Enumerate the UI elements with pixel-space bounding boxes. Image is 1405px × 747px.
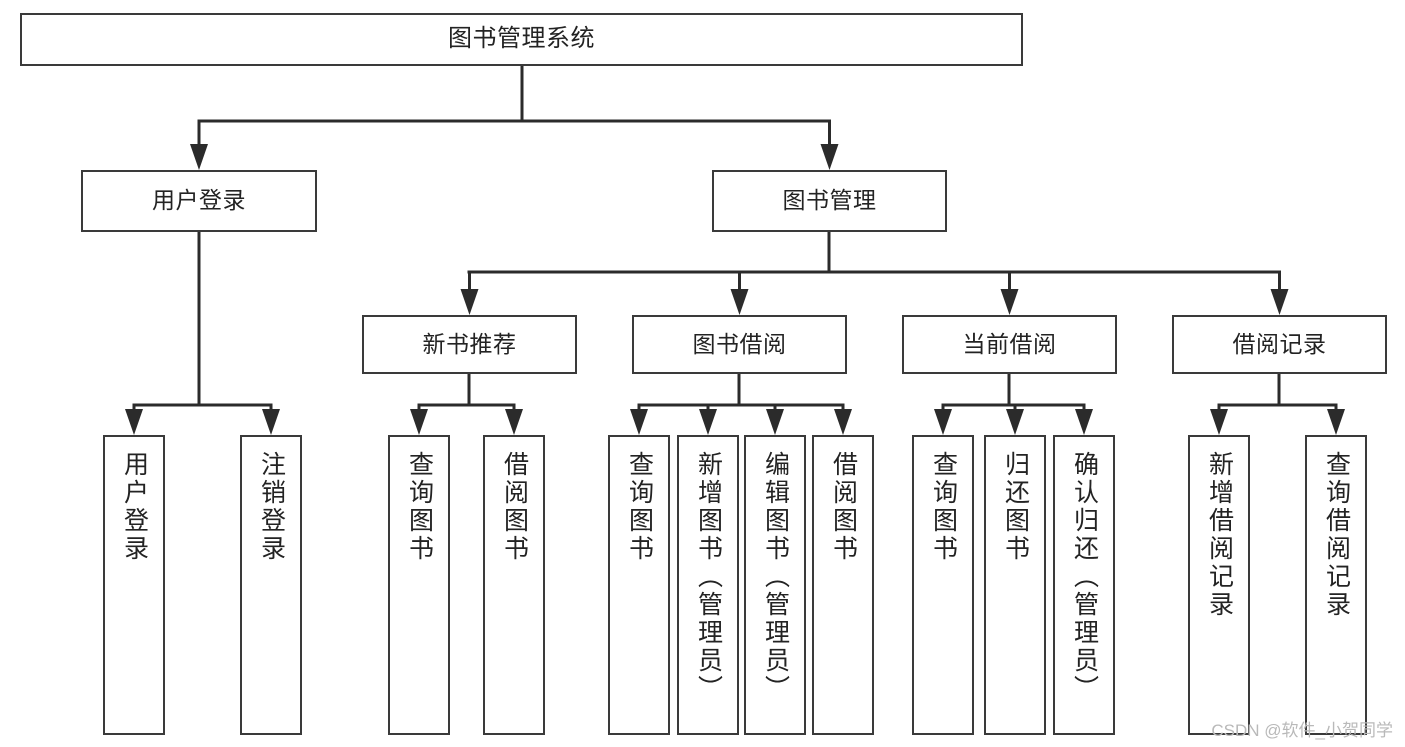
leaf-leaf-user-logout[interactable]: 注销登录 (240, 435, 302, 735)
node-label: 用户登录 (152, 187, 246, 214)
leaf-leaf-add-borrow-record[interactable]: 新增借阅记录 (1188, 435, 1250, 735)
node-label: 查询借阅记录 (1322, 451, 1351, 619)
node-book-manage[interactable]: 图书管理 (712, 170, 947, 232)
leaf-leaf-query-borrow-record[interactable]: 查询借阅记录 (1305, 435, 1367, 735)
node-root[interactable]: 图书管理系统 (20, 13, 1023, 66)
csdn-watermark: CSDN @软件_小贺同学 (1211, 721, 1393, 740)
node-borrow-record[interactable]: 借阅记录 (1172, 315, 1387, 374)
connector-arrowhead (630, 409, 648, 435)
node-label: 注销登录 (257, 451, 286, 563)
node-label: 新书推荐 (422, 330, 517, 357)
node-label: 编辑图书（管理员） (761, 451, 790, 703)
node-label: 图书管理 (782, 187, 877, 214)
node-label: 借阅图书 (829, 451, 858, 563)
connector-arrowhead (505, 409, 523, 435)
connector-arrowhead (190, 144, 208, 170)
node-label: 当前借阅 (962, 330, 1057, 357)
leaf-leaf-confirm-return-admin[interactable]: 确认归还（管理员） (1053, 435, 1115, 735)
leaf-leaf-edit-book-admin[interactable]: 编辑图书（管理员） (744, 435, 806, 735)
node-new-book-recommend[interactable]: 新书推荐 (362, 315, 577, 374)
connector-arrowhead (1327, 409, 1345, 435)
connector-arrowhead (730, 289, 749, 315)
leaf-leaf-query-book-new[interactable]: 查询图书 (388, 435, 450, 735)
node-current-borrow[interactable]: 当前借阅 (902, 315, 1117, 374)
node-label: 查询图书 (625, 451, 654, 563)
node-label: 确认归还（管理员） (1070, 451, 1099, 703)
connector-arrowhead (262, 409, 280, 435)
connector-arrowhead (1000, 289, 1019, 315)
node-label: 用户登录 (120, 451, 149, 563)
connector-arrowhead (1075, 409, 1093, 435)
node-label: 图书管理系统 (448, 25, 595, 53)
node-user-login[interactable]: 用户登录 (81, 170, 317, 232)
connector-arrowhead (125, 409, 143, 435)
connector-arrowhead (1006, 409, 1024, 435)
connector-arrowhead (834, 409, 852, 435)
connector-arrowhead (460, 289, 479, 315)
leaf-leaf-return-book[interactable]: 归还图书 (984, 435, 1046, 735)
node-book-borrow[interactable]: 图书借阅 (632, 315, 847, 374)
connector-arrowhead (766, 409, 784, 435)
leaf-leaf-borrow-book[interactable]: 借阅图书 (812, 435, 874, 735)
connector-arrowhead (934, 409, 952, 435)
connector-arrowhead (1210, 409, 1228, 435)
node-label: 归还图书 (1001, 451, 1030, 563)
node-label: 借阅记录 (1232, 330, 1327, 357)
node-label: 新增图书（管理员） (694, 451, 723, 703)
connector-arrowhead (410, 409, 428, 435)
leaf-leaf-user-login[interactable]: 用户登录 (103, 435, 165, 735)
leaf-leaf-add-book-admin[interactable]: 新增图书（管理员） (677, 435, 739, 735)
leaf-leaf-query-book-current[interactable]: 查询图书 (912, 435, 974, 735)
node-label: 图书借阅 (692, 330, 787, 357)
connector-arrowhead (1270, 289, 1289, 315)
connector-arrowhead (820, 144, 839, 170)
node-label: 查询图书 (929, 451, 958, 563)
leaf-leaf-borrow-book-new[interactable]: 借阅图书 (483, 435, 545, 735)
node-label: 借阅图书 (500, 451, 529, 563)
leaf-leaf-query-book-borrow[interactable]: 查询图书 (608, 435, 670, 735)
connector-arrowhead (699, 409, 717, 435)
node-label: 查询图书 (405, 451, 434, 563)
node-label: 新增借阅记录 (1205, 451, 1234, 619)
